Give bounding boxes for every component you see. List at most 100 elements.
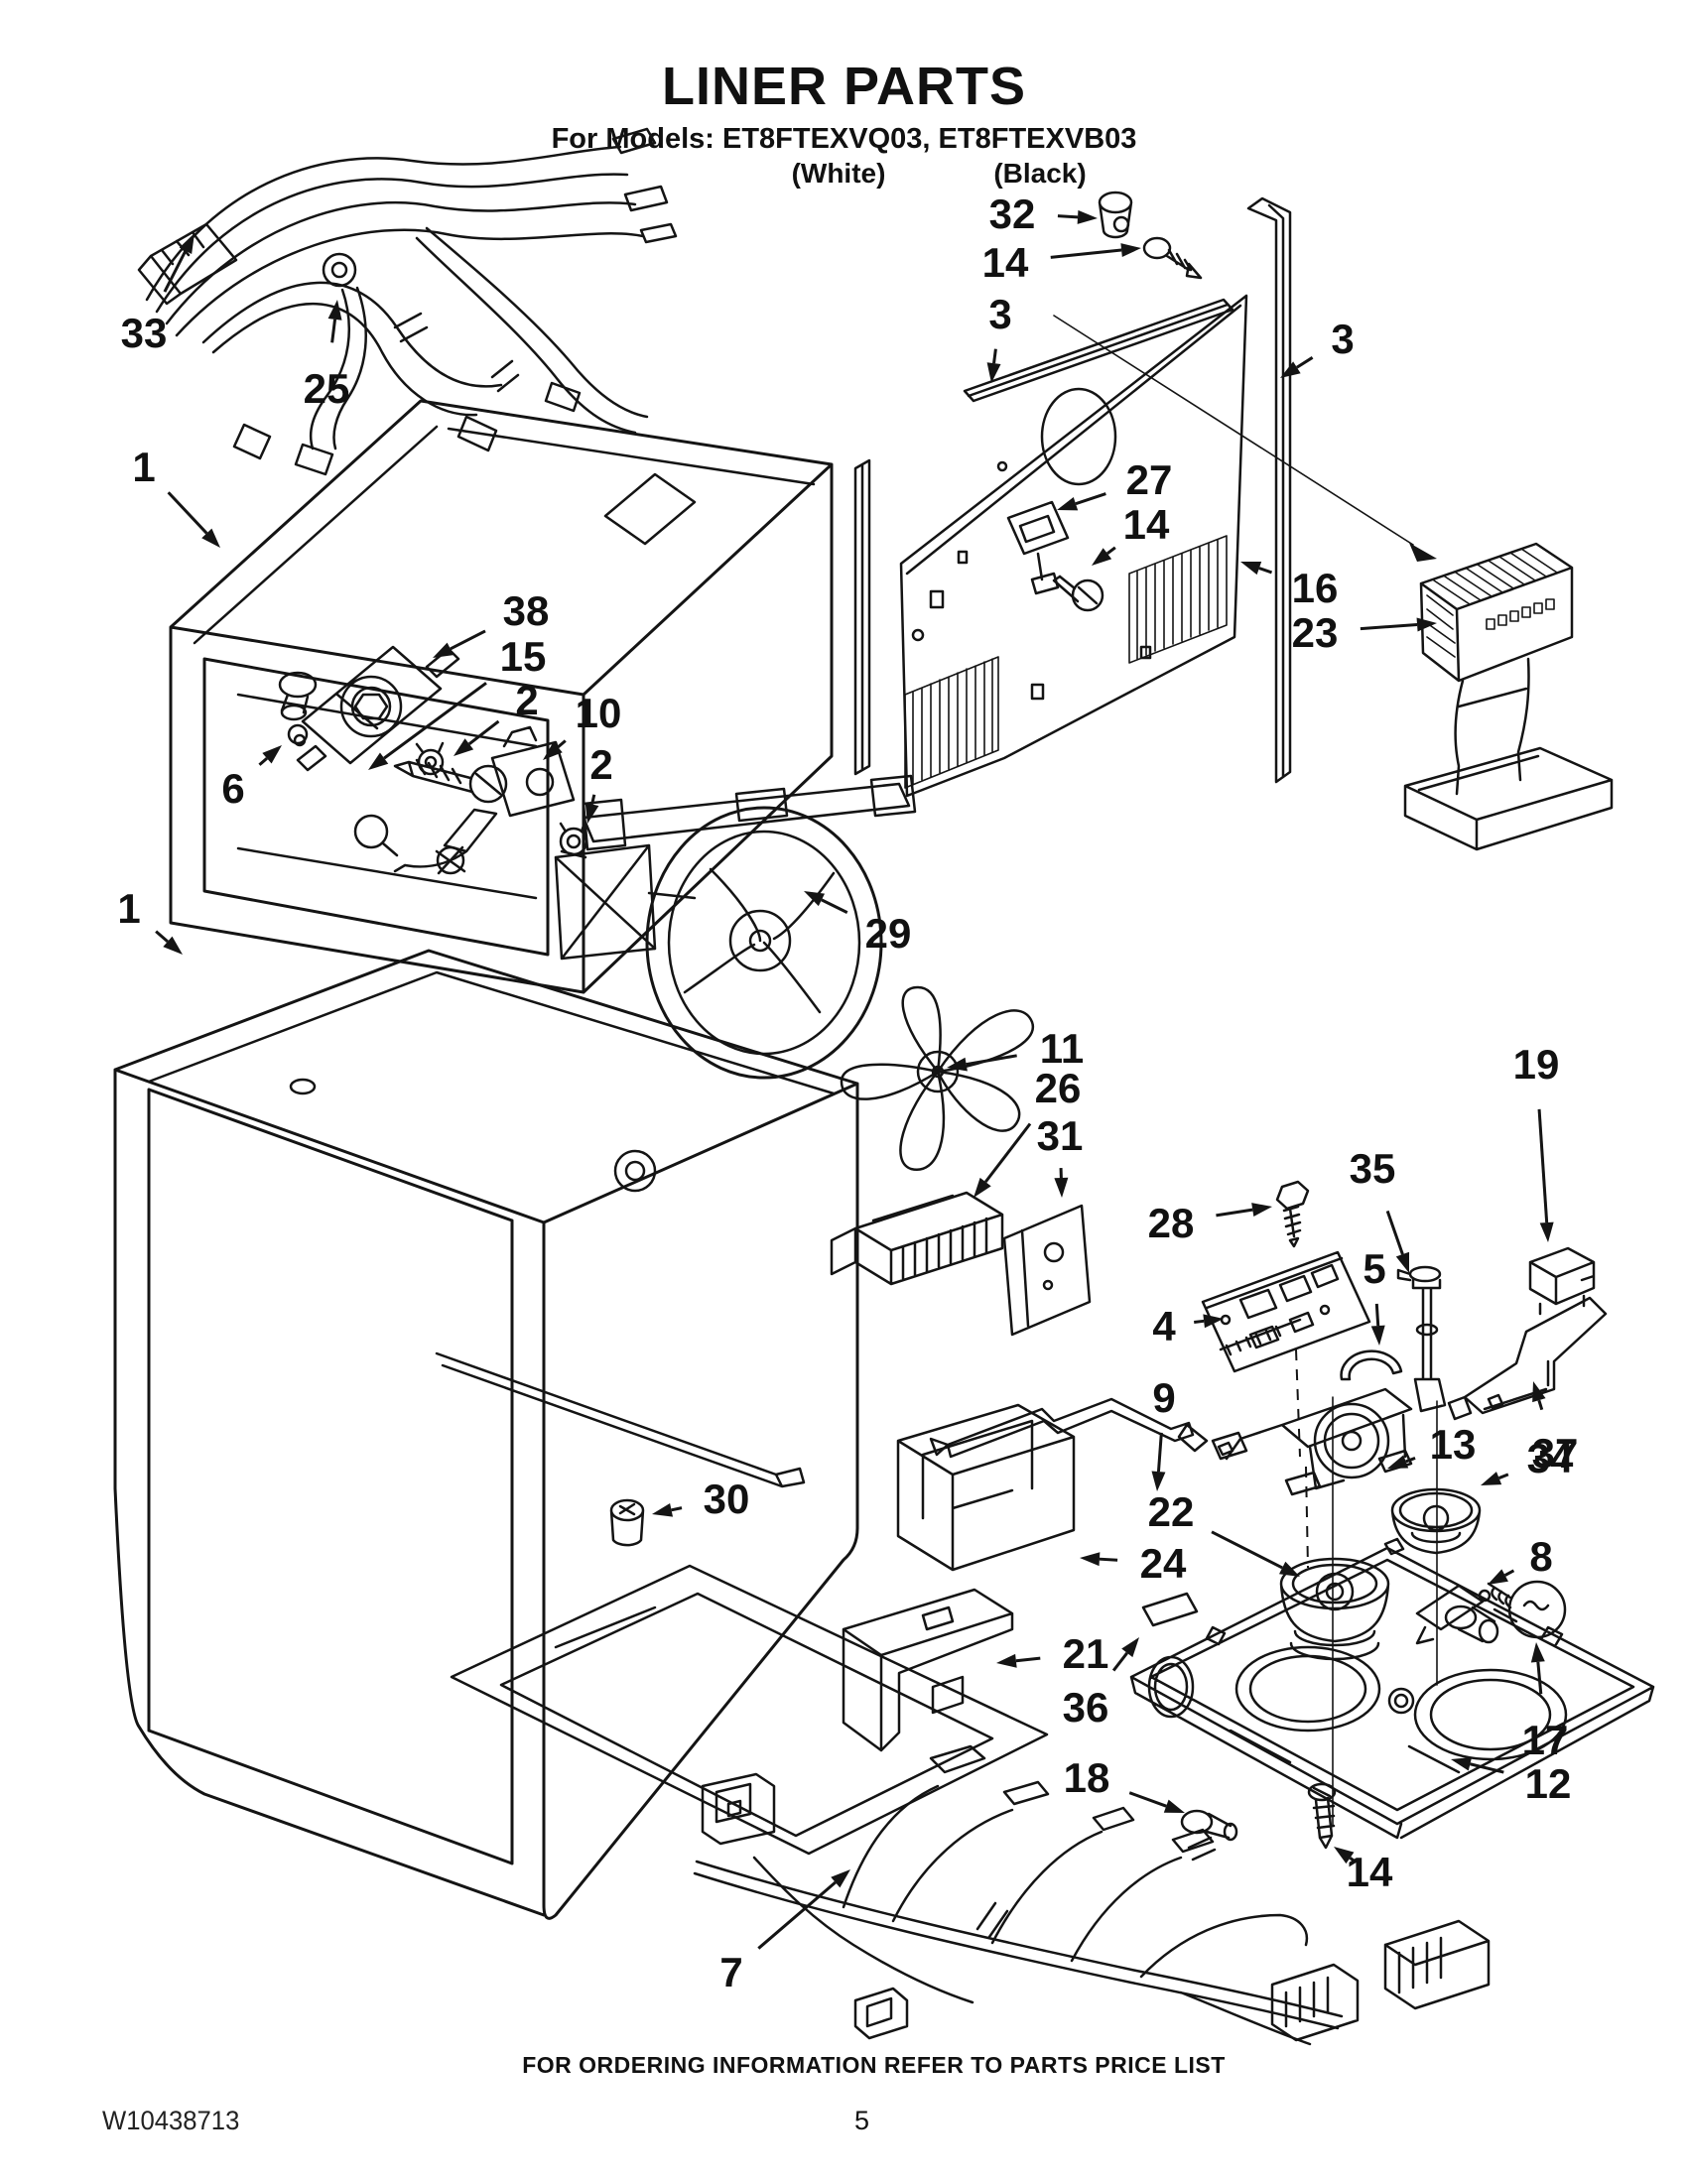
callout-28: 28 — [1148, 1200, 1272, 1246]
callout-leader — [1128, 1791, 1167, 1808]
plate-31 — [1002, 1204, 1092, 1337]
bracket-37 — [1447, 1296, 1608, 1421]
callout-21: 21 — [996, 1630, 1108, 1677]
callout-arrowhead — [201, 528, 220, 548]
callout-arrowhead — [1334, 1847, 1355, 1864]
fresh-food-liner-outline — [113, 949, 859, 1920]
grommet-30 — [609, 1498, 645, 1547]
callout-number: 25 — [304, 365, 350, 412]
callout-arrowhead — [974, 1177, 991, 1198]
callout-arrowhead — [652, 1502, 674, 1517]
callout-number: 21 — [1063, 1630, 1109, 1677]
callout-leader — [467, 719, 500, 745]
bulb-17 — [1478, 1580, 1567, 1639]
callout-leader — [1015, 1656, 1041, 1663]
callout-leader — [821, 898, 848, 914]
callout-arrowhead — [1451, 1756, 1473, 1771]
callout-number: 10 — [576, 690, 622, 736]
cup-34 — [1390, 1487, 1482, 1555]
shroud-ring-outer — [645, 806, 883, 1080]
callout-1: 1 — [117, 885, 183, 955]
callout-arrowhead — [1120, 243, 1141, 257]
callout-26: 26 — [974, 1065, 1081, 1198]
callout-arrowhead — [1280, 361, 1301, 378]
callout-number: 33 — [121, 310, 168, 356]
callout-arrowhead — [1054, 1177, 1069, 1198]
callout-number: 14 — [1123, 501, 1170, 548]
callout-leader — [757, 1880, 837, 1950]
callout-number: 14 — [982, 239, 1029, 286]
callout-number: 7 — [719, 1949, 742, 1995]
bracket-13 — [1211, 1387, 1413, 1496]
lower-wire-harness-art — [693, 1744, 1491, 2046]
callout-leader — [330, 319, 337, 343]
callout-6: 6 — [221, 745, 282, 812]
grommet-2a — [415, 741, 445, 776]
fan-shroud-art — [554, 774, 917, 1080]
callout-number: 31 — [1037, 1112, 1084, 1159]
rear-panel-art — [853, 191, 1437, 798]
grommet-2b — [559, 821, 588, 859]
callout-leader — [671, 1506, 683, 1512]
callout-arrowhead — [1057, 497, 1079, 511]
callout-23: 23 — [1292, 609, 1437, 656]
air-tower-grille-hatching — [1426, 548, 1558, 658]
callout-25: 25 — [304, 300, 350, 412]
variant-white-label: (White) — [791, 158, 886, 189]
tube-35 — [1396, 1265, 1447, 1413]
callout-number: 3 — [1331, 316, 1354, 362]
callout-arrowhead — [1530, 1642, 1545, 1663]
control-bracket-38 — [296, 645, 460, 772]
callout-24: 24 — [1080, 1540, 1187, 1587]
callout-14: 14 — [1092, 501, 1170, 566]
callout-leader — [1216, 1208, 1253, 1218]
callout-number: 24 — [1140, 1540, 1187, 1587]
screw-14-top — [1142, 236, 1203, 280]
callout-leader — [163, 250, 188, 293]
callout-3: 3 — [986, 291, 1012, 383]
callout-leader — [258, 757, 268, 766]
leader-arrowhead — [1409, 543, 1437, 562]
callout-leader — [383, 682, 487, 760]
callout-leader — [1405, 1456, 1416, 1464]
callout-leader — [966, 1054, 1017, 1067]
callout-14: 14 — [982, 239, 1141, 286]
callout-number: 5 — [1363, 1245, 1385, 1292]
callout-2: 2 — [454, 677, 539, 756]
callout-13: 13 — [1387, 1421, 1476, 1469]
foam-duct-24 — [896, 1403, 1076, 1572]
callout-leader — [1258, 567, 1273, 575]
callout-leader — [167, 491, 208, 535]
air-tower-art — [1403, 542, 1614, 851]
callout-arrowhead — [1092, 548, 1112, 566]
callout-number: 13 — [1430, 1421, 1477, 1468]
callout-arrowhead — [1532, 1381, 1546, 1403]
top-wire-harness-art — [137, 127, 678, 476]
pad-36 — [1141, 1592, 1199, 1627]
shroud-hub — [683, 867, 836, 1014]
models-subtitle: For Models: ET8FTEXVQ03, ET8FTEXVB03 — [551, 123, 1137, 155]
callout-30: 30 — [652, 1476, 749, 1522]
callout-16: 16 — [1240, 561, 1338, 611]
callout-arrowhead — [1395, 1251, 1410, 1273]
page-number: 5 — [853, 2106, 870, 2135]
dashed-axis-lines — [1295, 1349, 1309, 1569]
callout-leader — [1105, 546, 1116, 556]
callout-arrowhead — [947, 1057, 968, 1072]
callout-5: 5 — [1363, 1245, 1386, 1346]
callout-leader — [1075, 492, 1106, 506]
air-tower-body — [1403, 542, 1614, 851]
fresh-food-liner-details — [147, 970, 1049, 1856]
callout-1: 1 — [132, 444, 220, 548]
callout-number: 29 — [865, 910, 912, 957]
callout-leader — [1503, 1569, 1515, 1577]
callout-leader — [1050, 248, 1122, 259]
callout-arrowhead — [1278, 1561, 1300, 1577]
leader-to-air-tower — [1053, 315, 1414, 546]
callout-leader — [557, 739, 567, 749]
callout-number: 12 — [1525, 1760, 1572, 1807]
callout-15: 15 — [368, 633, 546, 770]
callout-14: 14 — [1334, 1847, 1393, 1895]
callout-arrowhead — [262, 745, 282, 764]
